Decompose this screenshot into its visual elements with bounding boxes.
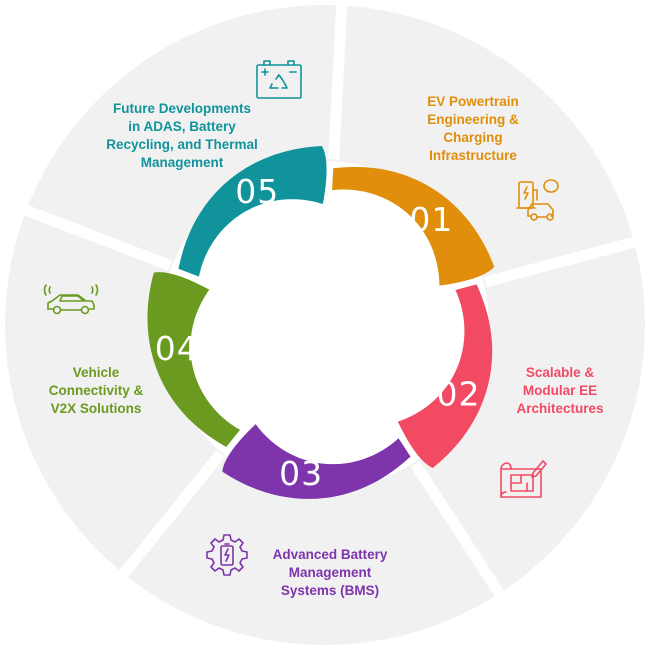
segment-04-band bbox=[147, 272, 241, 448]
ev-charging-station-icon bbox=[516, 179, 559, 221]
segment-01-number: 01 bbox=[409, 200, 453, 239]
segment-03-number: 03 bbox=[279, 454, 323, 493]
segment-02-number: 02 bbox=[436, 374, 480, 413]
battery-gear-icon bbox=[206, 534, 248, 576]
segment-04-label: Vehicle Connectivity & V2X Solutions bbox=[48, 365, 144, 416]
segment-02-label: Scalable & Modular EE Architectures bbox=[516, 365, 604, 416]
segment-02-band bbox=[397, 284, 493, 468]
segment-05-number: 05 bbox=[235, 172, 279, 211]
ring-divider bbox=[483, 235, 640, 288]
segment-01-label: EV Powertrain Engineering & Charging Inf… bbox=[427, 94, 519, 163]
battery-recycling-icon bbox=[256, 60, 302, 99]
center-hole bbox=[161, 161, 489, 489]
segment-03-label: Advanced Battery Management Systems (BMS… bbox=[272, 547, 388, 598]
segment-05-label: Future Developments in ADAS, Battery Rec… bbox=[106, 101, 258, 170]
ring-divider bbox=[116, 450, 225, 581]
blueprint-icon bbox=[500, 460, 547, 498]
segment-05-band bbox=[178, 146, 327, 277]
segment-01-band bbox=[332, 166, 495, 286]
ring-divider bbox=[328, 1, 348, 160]
ring-divider bbox=[410, 461, 507, 600]
segment-03-band bbox=[222, 424, 411, 499]
ring-divider bbox=[20, 203, 172, 271]
connected-car-icon bbox=[43, 284, 99, 315]
segment-04-number: 04 bbox=[155, 329, 199, 368]
